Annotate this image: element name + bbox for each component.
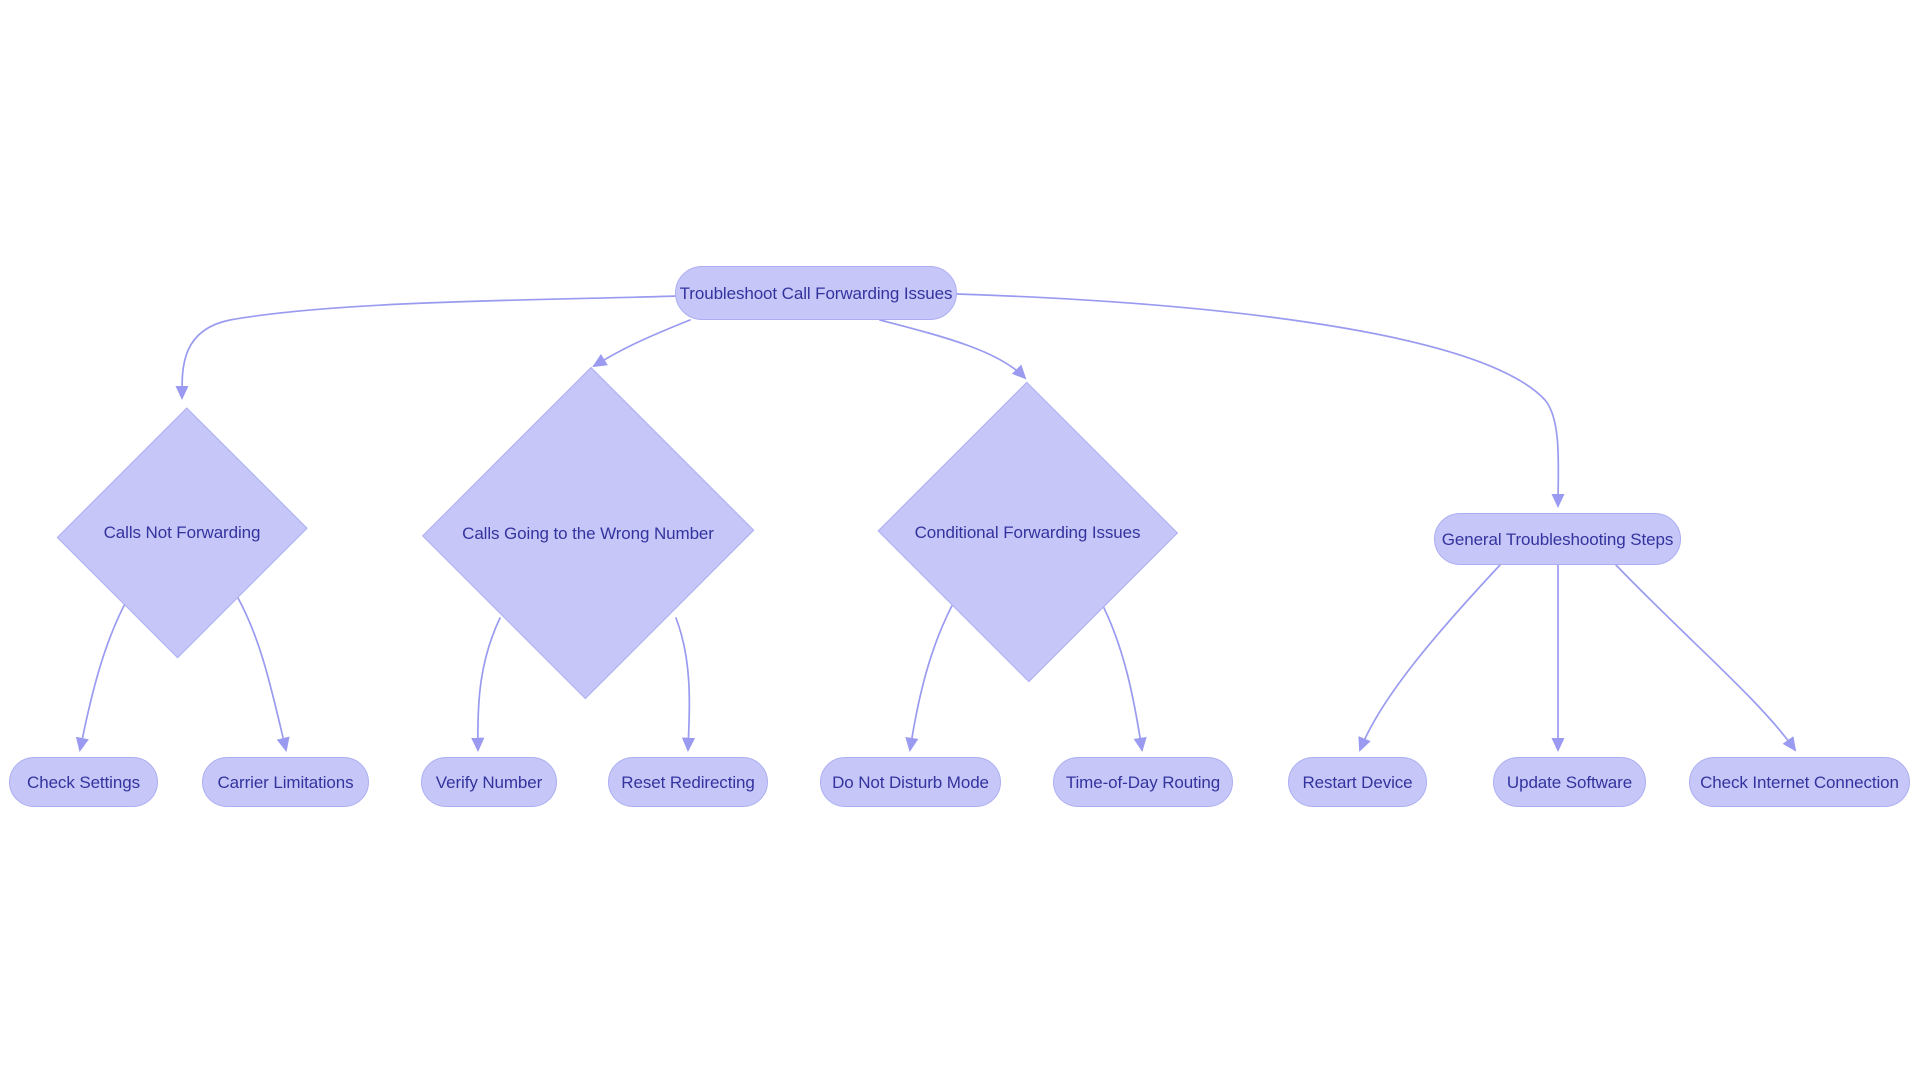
diamond-shape-wrong-number (421, 366, 755, 700)
node-label-update-software: Update Software (1506, 772, 1633, 792)
diamond-shape-conditional-forwarding (877, 381, 1178, 683)
node-reset-redirecting[interactable]: Reset Redirecting (608, 757, 768, 807)
node-label-restart-device: Restart Device (1302, 772, 1413, 792)
node-label-check-settings: Check Settings (27, 772, 140, 792)
node-do-not-disturb[interactable]: Do Not Disturb Mode (820, 757, 1001, 807)
node-check-internet[interactable]: Check Internet Connection (1689, 757, 1910, 807)
node-label-verify-number: Verify Number (435, 772, 543, 792)
node-label-root: Troubleshoot Call Forwarding Issues (679, 283, 953, 303)
node-conditional-forwarding[interactable]: Conditional Forwarding Issues (877, 381, 1178, 683)
node-label-reset-redirecting: Reset Redirecting (621, 772, 755, 792)
node-root[interactable]: Troubleshoot Call Forwarding Issues (675, 266, 957, 320)
diamond-shape-calls-not-forwarding (56, 406, 308, 659)
node-label-general-steps: General Troubleshooting Steps (1441, 529, 1674, 549)
node-general-steps[interactable]: General Troubleshooting Steps (1434, 513, 1681, 565)
node-time-of-day-routing[interactable]: Time-of-Day Routing (1053, 757, 1233, 807)
node-label-do-not-disturb: Do Not Disturb Mode (832, 772, 989, 792)
node-label-carrier-limitations: Carrier Limitations (217, 772, 354, 792)
node-label-time-of-day-routing: Time-of-Day Routing (1065, 772, 1221, 792)
node-label-check-internet: Check Internet Connection (1700, 772, 1899, 792)
node-calls-not-forwarding[interactable]: Calls Not Forwarding (56, 404, 308, 661)
node-check-settings[interactable]: Check Settings (9, 757, 158, 807)
node-update-software[interactable]: Update Software (1493, 757, 1646, 807)
node-restart-device[interactable]: Restart Device (1288, 757, 1427, 807)
node-carrier-limitations[interactable]: Carrier Limitations (202, 757, 369, 807)
node-wrong-number[interactable]: Calls Going to the Wrong Number (421, 366, 755, 700)
node-verify-number[interactable]: Verify Number (421, 757, 557, 807)
